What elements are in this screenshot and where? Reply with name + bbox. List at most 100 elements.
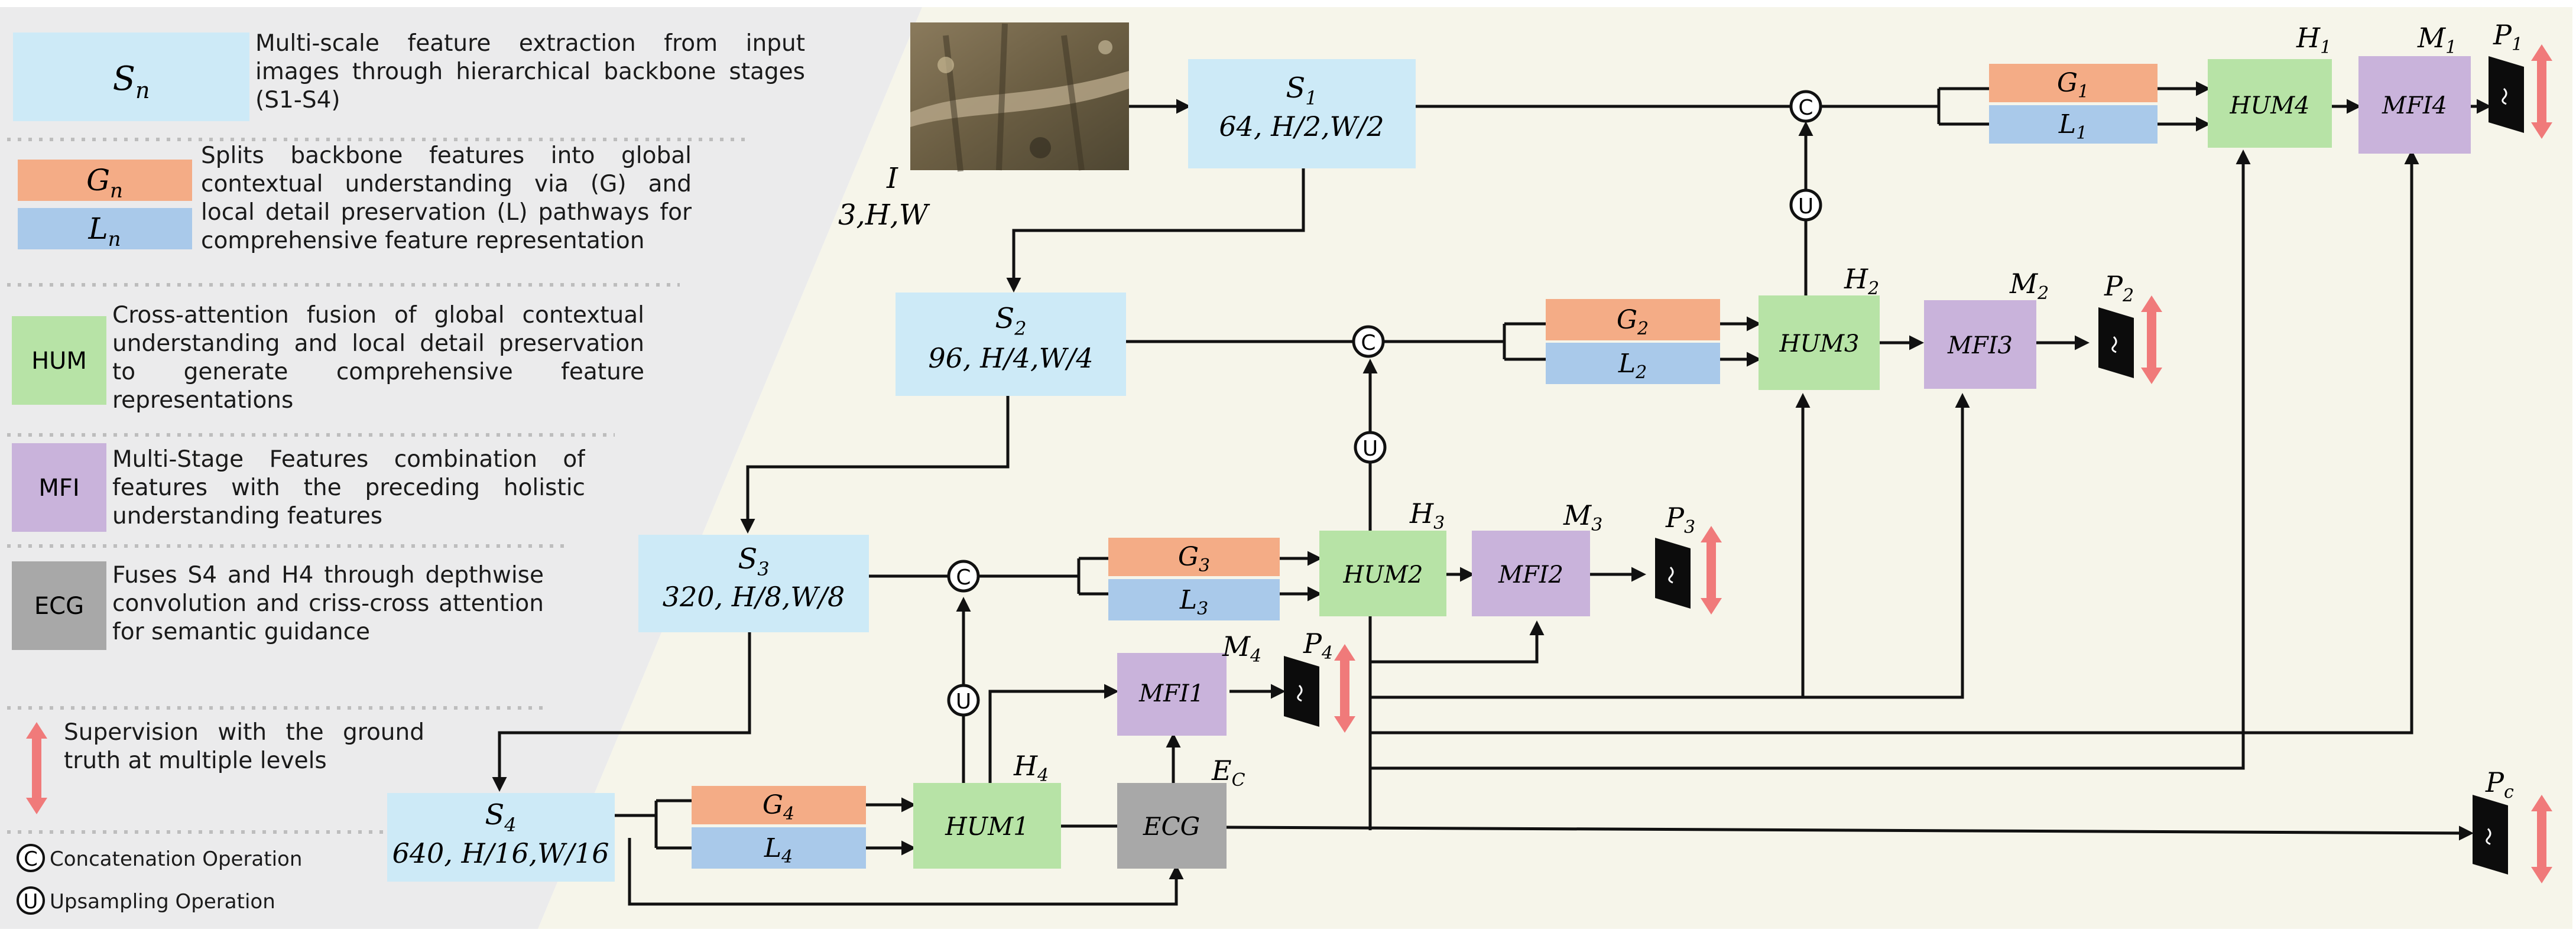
legend-ecg-label: ECG bbox=[34, 593, 84, 620]
branch-boxes: G1 L1 G2 L2 G3 L3 G4 L4 bbox=[692, 64, 2158, 869]
global-box-3 bbox=[1108, 538, 1280, 576]
prediction-output-3: P2 bbox=[2098, 270, 2162, 384]
ecg-label: ECG bbox=[1143, 812, 1200, 841]
stage-s2-shape: 96, H/4,W/4 bbox=[928, 342, 1093, 374]
supervision-arrow-icon bbox=[26, 722, 47, 814]
global-label-3: G3 bbox=[1178, 542, 1210, 576]
local-label-1: L1 bbox=[2058, 109, 2087, 144]
legend-stage-swatch bbox=[13, 32, 249, 121]
prediction-label-4: P1 bbox=[2493, 19, 2523, 55]
prediction-label-1: P4 bbox=[1303, 628, 1333, 664]
local-label-2: L2 bbox=[1618, 349, 1647, 383]
legend-stage-label: Sn bbox=[113, 60, 150, 103]
mfi1-tag: M4 bbox=[1222, 630, 1261, 667]
prediction-output-1: P4 bbox=[1284, 628, 1355, 733]
stage-s1-name: S1 bbox=[1286, 72, 1317, 109]
local-box-1 bbox=[1989, 105, 2158, 144]
svg-text:C: C bbox=[956, 566, 971, 590]
hum1-box bbox=[913, 783, 1061, 869]
supervision-arrow-icon bbox=[1701, 526, 1722, 615]
hum-boxes: HUM1 H4 HUM2 H3 HUM3 H2 HUM4 H1 bbox=[913, 22, 2332, 869]
legend-mfi-swatch bbox=[12, 443, 106, 532]
mfi2-label: MFI2 bbox=[1498, 561, 1563, 589]
prediction-label-3: P2 bbox=[2104, 270, 2134, 306]
global-label-2: G2 bbox=[1617, 305, 1649, 339]
stage-box-s2 bbox=[896, 292, 1126, 396]
mfi2-box bbox=[1472, 531, 1590, 616]
local-box-4 bbox=[692, 827, 866, 869]
object-mask-icon bbox=[2486, 828, 2491, 845]
upsample-node-2: U bbox=[1354, 431, 1387, 464]
prediction-output-2: P3 bbox=[1655, 502, 1722, 615]
object-mask-icon bbox=[1297, 684, 1303, 702]
legend-badges: Sn Gn Ln HUM MFI ECG C U bbox=[12, 32, 249, 915]
global-label-4: G4 bbox=[763, 790, 794, 824]
legend-supervision-desc: Supervision with the ground truth at mul… bbox=[64, 719, 424, 774]
mfi4-label: MFI4 bbox=[2382, 92, 2447, 119]
svg-text:U: U bbox=[24, 890, 38, 914]
mfi-boxes: MFI1 M4 MFI2 M3 MFI3 M2 MFI4 M1 bbox=[1117, 22, 2471, 736]
svg-text:C: C bbox=[1361, 331, 1375, 355]
local-box-2 bbox=[1546, 343, 1720, 384]
legend-local-label: Ln bbox=[87, 212, 121, 251]
supervision-arrow-icon bbox=[2141, 295, 2162, 384]
stage-box-s4 bbox=[387, 793, 615, 882]
hum4-box bbox=[2208, 59, 2332, 148]
input-name-label: I bbox=[886, 162, 898, 195]
object-mask-icon bbox=[1668, 566, 1674, 584]
mfi1-box bbox=[1117, 653, 1227, 736]
legend-ecg-swatch bbox=[12, 561, 106, 650]
hum2-tag: H3 bbox=[1409, 498, 1445, 534]
prediction-output-5: Pc bbox=[2473, 766, 2552, 883]
local-label-4: L4 bbox=[764, 833, 793, 867]
legend-background bbox=[0, 7, 922, 929]
legend-local-swatch bbox=[18, 208, 192, 249]
legend-mfi-label: MFI bbox=[38, 474, 79, 502]
supervision-arrow-icon-shape bbox=[26, 722, 47, 814]
legend-global-swatch bbox=[18, 160, 192, 201]
svg-text:U: U bbox=[1798, 194, 1813, 219]
object-mask-icon bbox=[2111, 336, 2117, 353]
legend-concat-desc: Concatenation Operation bbox=[50, 847, 302, 871]
upsample-node-1: U bbox=[1789, 188, 1822, 222]
object-mask-icon bbox=[2502, 87, 2507, 105]
hum1-label: HUM1 bbox=[945, 812, 1029, 841]
svg-text:C: C bbox=[24, 847, 38, 871]
upsample-operation-icon: U bbox=[17, 886, 45, 915]
local-box-3 bbox=[1108, 579, 1280, 620]
operation-nodes: C C C U U U bbox=[947, 90, 1822, 717]
legend-hum-swatch bbox=[12, 316, 106, 405]
prediction-label-2: P3 bbox=[1665, 502, 1695, 538]
global-box-4 bbox=[692, 786, 866, 824]
supervision-arrow-icon bbox=[1334, 644, 1355, 733]
stage-box-s3 bbox=[638, 535, 869, 632]
legend-hum-label: HUM bbox=[31, 347, 87, 375]
global-label-1: G1 bbox=[2057, 68, 2089, 102]
prediction-output-4: P1 bbox=[2489, 19, 2552, 139]
svg-text:C: C bbox=[1798, 96, 1813, 120]
concat-node-2: C bbox=[1352, 325, 1385, 358]
concat-node-1: C bbox=[1789, 90, 1822, 123]
mfi4-box bbox=[2358, 56, 2471, 154]
local-label-3: L3 bbox=[1179, 585, 1208, 619]
hum3-tag: H2 bbox=[1844, 263, 1879, 299]
legend-hum-desc: Cross-attention fusion of global context… bbox=[112, 302, 644, 414]
hum4-label: HUM4 bbox=[2230, 92, 2310, 119]
hum3-box bbox=[1759, 295, 1880, 390]
supervision-arrow-icon bbox=[2531, 44, 2552, 139]
stage-s3-shape: 320, H/8,W/8 bbox=[663, 581, 845, 613]
legend-ecg-desc: Fuses S4 and H4 through depthwise convol… bbox=[112, 562, 544, 645]
hum2-box bbox=[1319, 531, 1446, 616]
connection-lines bbox=[492, 81, 2491, 906]
stage-s3-name: S3 bbox=[738, 542, 769, 580]
global-box-2 bbox=[1546, 299, 1720, 340]
stage-s1-shape: 64, H/2,W/2 bbox=[1219, 110, 1384, 142]
supervision-arrow-icon bbox=[2531, 795, 2552, 883]
ecg-tag: EC bbox=[1211, 755, 1245, 791]
stage-s4-shape: 640, H/16,W/16 bbox=[392, 837, 609, 869]
mfi3-tag: M2 bbox=[2009, 268, 2049, 304]
mfi1-label: MFI1 bbox=[1138, 680, 1204, 707]
input-shape-label: 3,H,W bbox=[838, 199, 930, 232]
ecg-box bbox=[1117, 783, 1227, 869]
